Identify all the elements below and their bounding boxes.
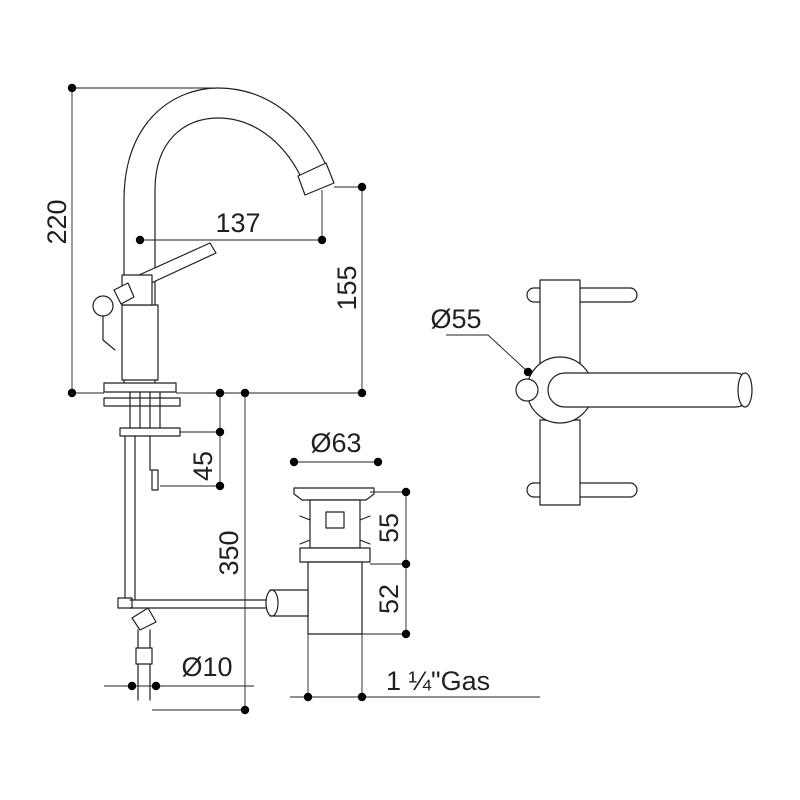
leader-d55	[446, 334, 529, 373]
label-handle-diameter: Ø55	[430, 304, 481, 334]
label-spout-height: 155	[332, 265, 362, 310]
threaded-stud	[129, 391, 161, 429]
mixer-side-view	[92, 87, 335, 701]
popup-knob-ball	[92, 295, 114, 317]
label-spout-reach: 137	[215, 208, 260, 238]
plan-lever-knob	[515, 378, 539, 402]
waste-window	[325, 511, 345, 529]
plan-view	[446, 279, 753, 506]
rod-connector	[129, 599, 271, 609]
waste-wings	[299, 515, 371, 545]
mixer-body	[121, 304, 159, 381]
mounting-nut	[119, 427, 181, 437]
label-rod-diameter: Ø10	[181, 652, 232, 682]
rod-end	[131, 607, 157, 631]
mounting-washer	[103, 397, 181, 407]
lower-rod	[137, 629, 151, 701]
plan-lower-column	[539, 419, 581, 506]
dimension-lines	[71, 87, 540, 711]
rod-clip	[117, 597, 133, 609]
dimension-dots	[67, 83, 533, 715]
waste-flange	[293, 487, 375, 501]
waste-nut	[299, 547, 371, 563]
spout-aerator	[297, 162, 335, 196]
label-thread-size: 1 ¼"Gas	[386, 666, 490, 696]
label-waste-top-height: 55	[374, 513, 404, 543]
waste-port-cap	[265, 589, 279, 617]
label-waste-diameter: Ø63	[310, 428, 361, 458]
base-plate	[103, 382, 177, 393]
flex-hose	[149, 435, 159, 491]
lower-rod-sleeve	[135, 647, 153, 665]
spout-inner-curve	[154, 117, 301, 386]
popup-knob-stem	[102, 315, 116, 351]
popup-knob	[113, 282, 135, 305]
plan-upper-column	[539, 279, 581, 371]
waste-assembly	[265, 487, 375, 635]
plan-spout	[547, 372, 753, 408]
waste-body	[307, 561, 363, 635]
label-waste-body-height: 52	[374, 584, 404, 614]
label-rod-length: 350	[214, 530, 244, 575]
label-overall-height: 220	[42, 199, 72, 244]
plan-spout-tip	[737, 372, 753, 408]
label-mount-depth: 45	[188, 451, 218, 481]
popup-rod	[124, 435, 136, 601]
dimension-labels: 220 137 155 Ø55 Ø63 45 350 55 52 Ø10 1 ¼…	[42, 199, 490, 696]
